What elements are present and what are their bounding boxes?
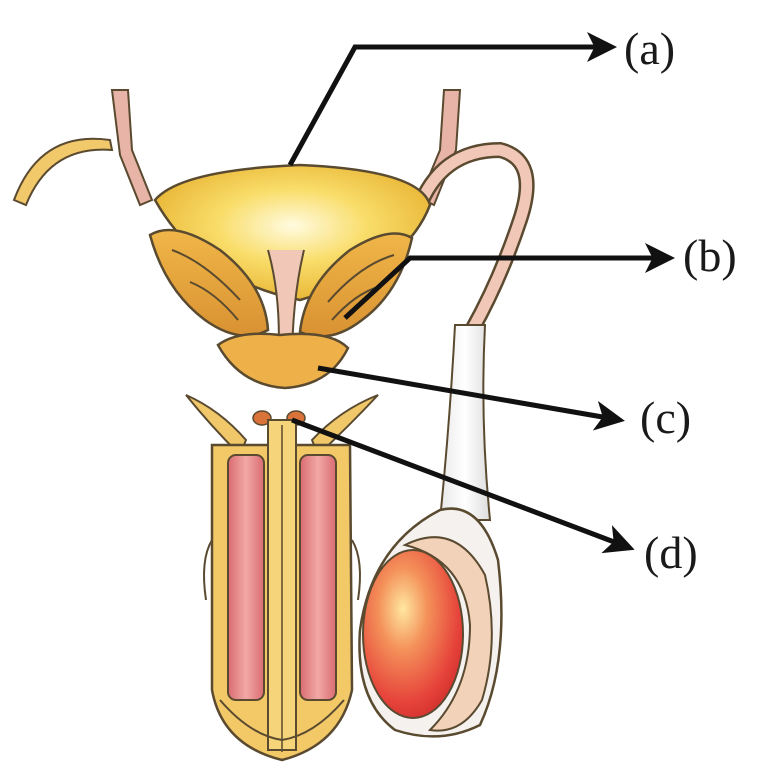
label-a: (a) bbox=[624, 26, 675, 72]
penis bbox=[204, 420, 360, 760]
ureter-left bbox=[14, 90, 152, 205]
label-b: (b) bbox=[683, 233, 737, 279]
label-d: (d) bbox=[644, 530, 698, 576]
label-c: (c) bbox=[640, 395, 691, 441]
testis bbox=[363, 550, 463, 718]
prostate-gland bbox=[218, 334, 348, 388]
